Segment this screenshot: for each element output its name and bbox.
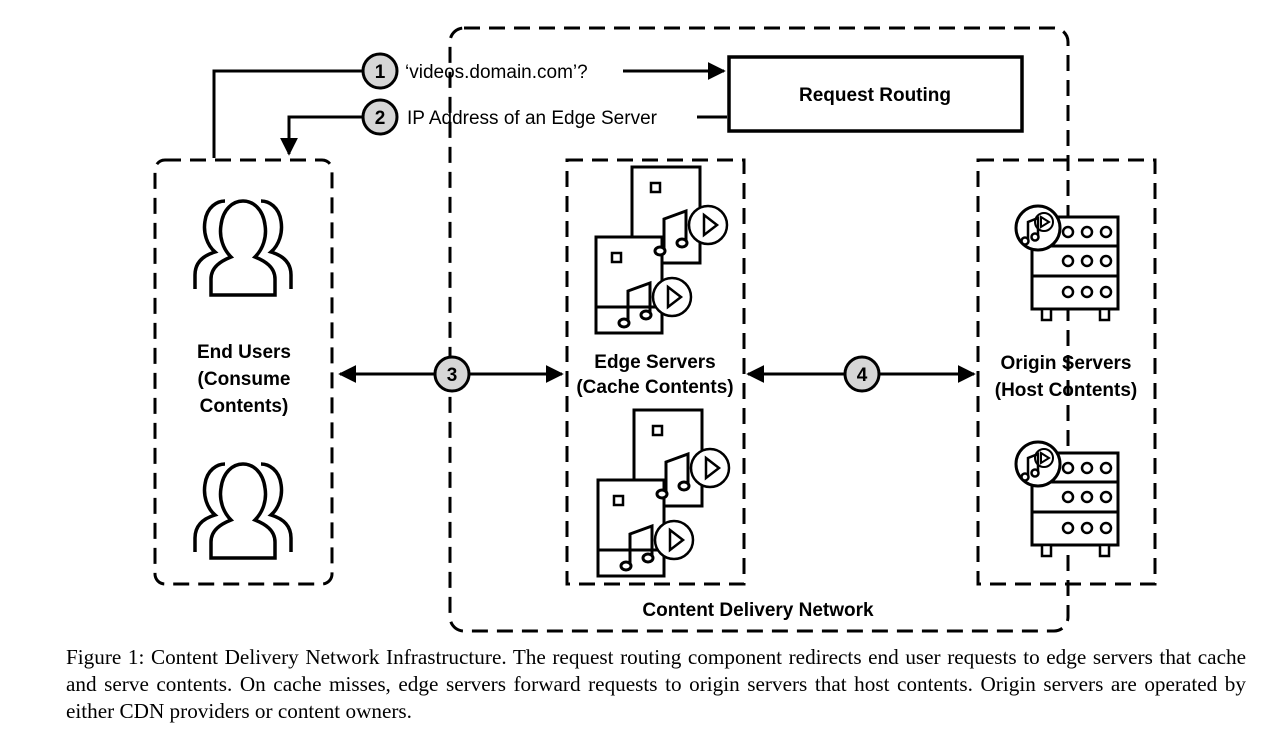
step1-label: ‘videos.domain.com’?	[405, 62, 588, 83]
step2-label: IP Address of an Edge Server	[407, 108, 658, 129]
request-routing-box	[727, 55, 1024, 133]
edge-servers-label-1: Edge Servers	[594, 352, 715, 373]
cdn-diagram: Request Routing 1 ‘videos.domain.com’? 2…	[153, 26, 1157, 633]
end-users-label-1: End Users	[197, 342, 291, 363]
end-users-icon-top	[193, 199, 293, 297]
end-users-box	[153, 158, 334, 586]
edge-servers-box	[565, 158, 746, 586]
figure-caption: Figure 1: Content Delivery Network Infra…	[66, 645, 1246, 723]
request-routing-label: Request Routing	[799, 85, 951, 106]
origin-servers-label-1: Origin Servers	[1001, 353, 1132, 374]
origin-server-icon-top	[1014, 204, 1120, 322]
origin-servers-box	[976, 158, 1157, 586]
origin-server-icon-bottom	[1014, 440, 1120, 558]
cdn-label: Content Delivery Network	[642, 600, 874, 621]
step3-badge	[433, 355, 471, 393]
step1-badge	[361, 52, 399, 90]
step4-number: 4	[857, 365, 868, 386]
step4-badge	[843, 355, 881, 393]
step1-line-left	[212, 69, 362, 158]
step2-badge	[361, 98, 399, 136]
cdn-boundary	[448, 26, 1070, 633]
step1-number: 1	[375, 62, 386, 83]
end-users-label-3: Contents)	[200, 396, 289, 417]
origin-servers-label-2: (Host Contents)	[995, 380, 1137, 401]
step2-number: 2	[375, 108, 386, 129]
edge-servers-label-2: (Cache Contents)	[576, 377, 733, 398]
edge-server-icon-bottom	[598, 410, 729, 576]
edge-server-icon-top	[596, 167, 727, 333]
step3-number: 3	[447, 365, 458, 386]
step2-arrow	[280, 115, 362, 156]
end-users-label-2: (Consume	[198, 369, 291, 390]
end-users-icon-bottom	[193, 462, 293, 560]
